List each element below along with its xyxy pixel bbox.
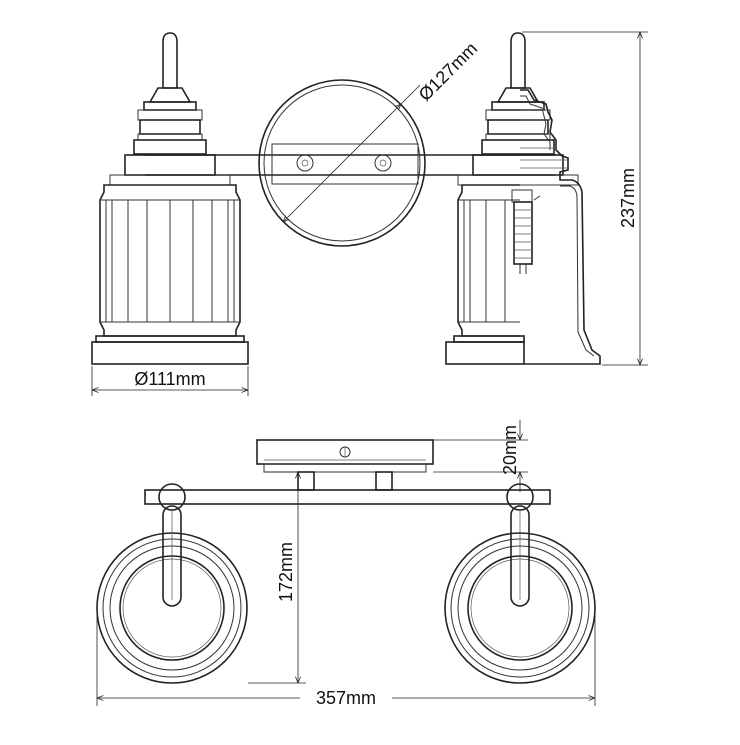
projection-dimension: 172mm bbox=[248, 471, 306, 684]
shade-diameter-dimension: Ø111mm bbox=[91, 366, 249, 396]
mounting-post-right bbox=[375, 471, 393, 491]
mounting-post-left bbox=[297, 471, 315, 491]
mounting-screw-right bbox=[374, 154, 392, 172]
top-arm bbox=[144, 483, 551, 511]
height-label: 237mm bbox=[618, 168, 638, 228]
shade-ribs-left bbox=[100, 199, 240, 323]
projection-label: 172mm bbox=[276, 542, 296, 602]
width-label: 357mm bbox=[316, 688, 376, 708]
height-dimension: 237mm bbox=[522, 31, 648, 366]
front-arm bbox=[145, 154, 555, 176]
top-view: 20mm 172mm 357mm bbox=[96, 420, 596, 708]
plate-diameter-label: Ø127mm bbox=[415, 38, 481, 104]
back-plate-top bbox=[256, 439, 434, 473]
front-view: Ø127mm 237mm Ø111mm bbox=[91, 31, 648, 396]
plate-depth-label: 20mm bbox=[500, 425, 520, 475]
shade-diameter-label: Ø111mm bbox=[134, 369, 205, 389]
plate-diameter-dimension: Ø127mm bbox=[283, 38, 481, 222]
left-shade-top bbox=[96, 505, 248, 684]
plate-depth-dimension: 20mm bbox=[433, 420, 528, 492]
left-lamp-front bbox=[91, 32, 249, 365]
right-shade-top bbox=[444, 505, 596, 684]
shade-section-profile bbox=[511, 89, 601, 365]
mounting-screw-left bbox=[296, 154, 314, 172]
right-lamp-front bbox=[445, 32, 601, 365]
width-dimension: 357mm bbox=[96, 612, 596, 708]
